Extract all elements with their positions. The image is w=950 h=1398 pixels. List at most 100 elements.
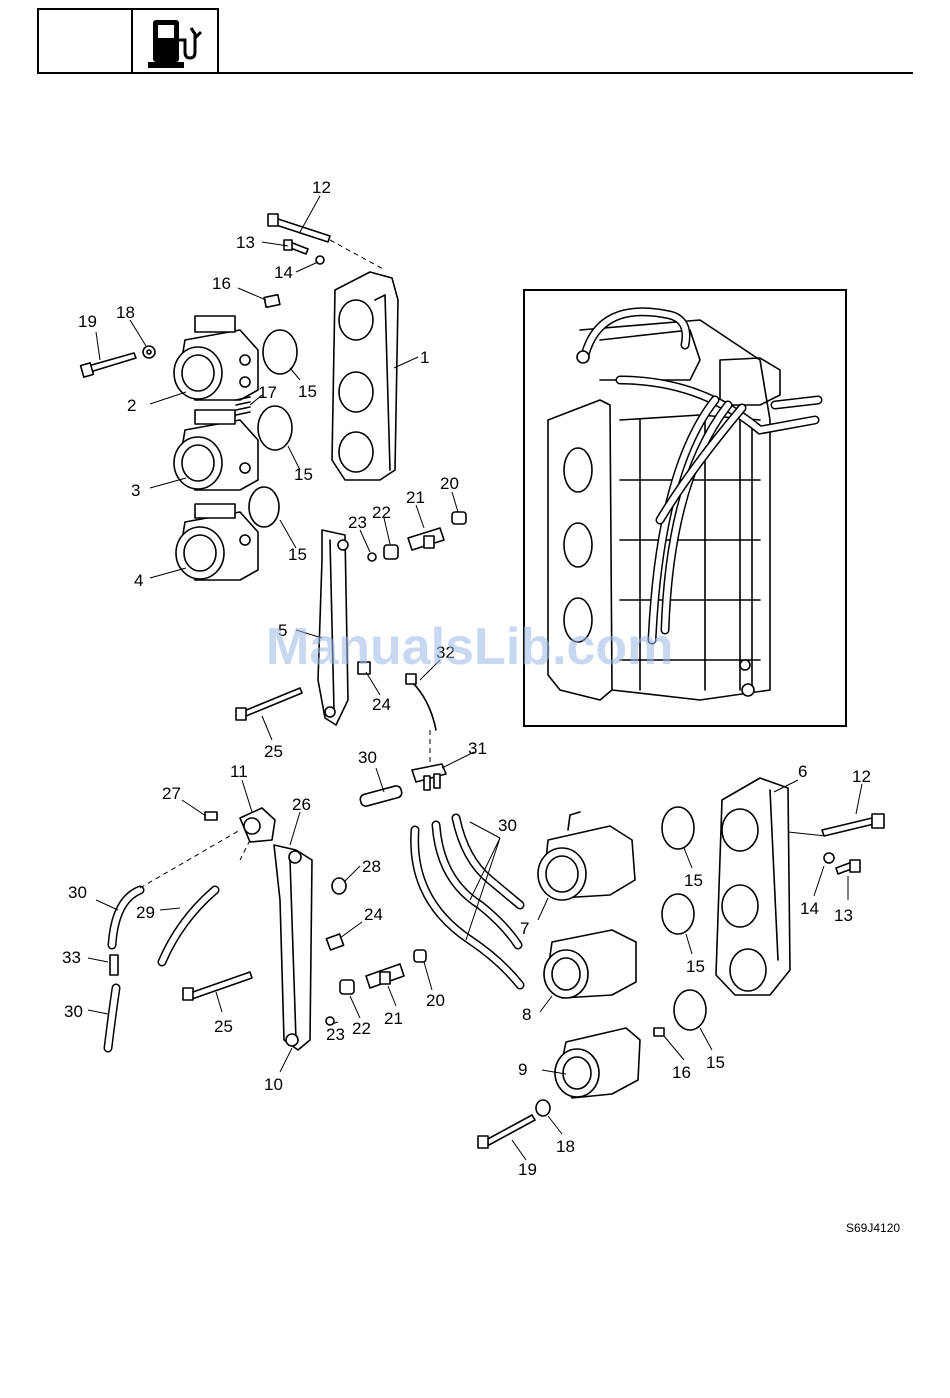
bolt-12-lower <box>822 814 884 836</box>
hoses-30-group <box>415 818 520 985</box>
callout-19: 19 <box>518 1160 537 1179</box>
callout-2: 2 <box>127 396 136 415</box>
callout-14: 14 <box>800 899 819 918</box>
callout-6: 6 <box>798 762 807 781</box>
intake-manifold-1 <box>332 272 398 480</box>
callout-24: 24 <box>364 905 383 924</box>
washer-18-lower <box>536 1100 550 1116</box>
callout-14: 14 <box>274 263 293 282</box>
callout-15: 15 <box>706 1053 725 1072</box>
callout-10: 10 <box>264 1075 283 1094</box>
bolt-19-lower <box>478 1115 535 1148</box>
hose-30-bottom <box>108 988 116 1048</box>
callout-17: 17 <box>258 383 277 402</box>
bolt-13-lower <box>836 860 860 874</box>
callout-12: 12 <box>312 178 331 197</box>
callout-30: 30 <box>498 816 517 835</box>
callout-19: 19 <box>78 312 97 331</box>
bolt-25-upper <box>236 688 302 720</box>
callout-18: 18 <box>556 1137 575 1156</box>
o-ring-15-lower-2 <box>662 894 694 934</box>
callout-33: 33 <box>62 948 81 967</box>
callout-22: 22 <box>352 1019 371 1038</box>
bolt-13-upper <box>284 240 308 254</box>
washer-18-upper <box>143 346 155 358</box>
callout-13: 13 <box>834 906 853 925</box>
callout-22: 22 <box>372 503 391 522</box>
watermark: ManualsLib.com <box>266 618 673 676</box>
callout-24: 24 <box>372 695 391 714</box>
callout-13: 13 <box>236 233 255 252</box>
collar-24-lower <box>326 934 343 950</box>
callout-11: 11 <box>230 762 248 781</box>
three-way-joint-31 <box>412 764 446 790</box>
cap-28 <box>332 878 346 894</box>
callout-7: 7 <box>520 919 529 938</box>
intake-manifold-6 <box>716 778 790 995</box>
o-ring-23-upper <box>368 553 376 561</box>
joint-21-upper <box>408 528 444 550</box>
callout-20: 20 <box>426 991 445 1010</box>
callout-16: 16 <box>212 274 231 293</box>
pressure-regulator-11 <box>240 808 275 842</box>
callout-8: 8 <box>522 1005 531 1024</box>
throttle-body-7 <box>538 812 635 900</box>
screw-27 <box>205 812 217 820</box>
callout-30: 30 <box>358 748 377 767</box>
callout-23: 23 <box>326 1025 345 1044</box>
callout-1: 1 <box>420 348 429 367</box>
callout-30: 30 <box>68 883 87 902</box>
callout-28: 28 <box>362 857 381 876</box>
o-ring-15-lower-3 <box>674 990 706 1030</box>
callout-18: 18 <box>116 303 135 322</box>
o-ring-15-upper-2 <box>258 406 292 450</box>
callout-25: 25 <box>264 742 283 761</box>
callout-27: 27 <box>162 784 181 803</box>
callout-23: 23 <box>348 513 367 532</box>
o-ring-15-upper-1 <box>263 330 297 374</box>
throttle-body-3 <box>174 410 258 490</box>
hose-29 <box>162 890 215 962</box>
figure-code: S69J4120 <box>846 1221 900 1235</box>
o-ring-15-lower-1 <box>662 807 694 849</box>
callout-15: 15 <box>686 957 705 976</box>
joint-33 <box>110 955 118 975</box>
washer-14-lower <box>824 853 834 863</box>
callout-15: 15 <box>684 871 703 890</box>
joint-21-lower <box>366 964 404 988</box>
clamp-32 <box>412 682 436 730</box>
o-ring-15-upper-3 <box>249 487 279 527</box>
callout-3: 3 <box>131 481 140 500</box>
callout-21: 21 <box>406 488 425 507</box>
throttle-body-4 <box>176 504 258 580</box>
callout-20: 20 <box>440 474 459 493</box>
spring-17 <box>236 397 250 415</box>
callout-12: 12 <box>852 767 871 786</box>
callout-15: 15 <box>288 545 307 564</box>
throttle-body-9 <box>555 1028 640 1098</box>
fuel-rail-10 <box>274 845 312 1050</box>
callout-15: 15 <box>294 465 313 484</box>
callout-30: 30 <box>64 1002 83 1021</box>
callout-9: 9 <box>518 1060 527 1079</box>
throttle-body-2 <box>174 316 258 400</box>
callout-4: 4 <box>134 571 143 590</box>
bolt-12-upper <box>268 214 330 242</box>
callout-16: 16 <box>672 1063 691 1082</box>
callout-26: 26 <box>292 795 311 814</box>
fitting-20-upper <box>452 512 466 524</box>
dowel-16-lower <box>654 1028 664 1036</box>
bushing-22-lower <box>340 980 354 994</box>
fitting-20-lower <box>414 950 426 962</box>
hose-30-short <box>359 785 403 807</box>
callout-31: 31 <box>468 739 487 758</box>
callout-15: 15 <box>298 382 317 401</box>
callout-29: 29 <box>136 903 155 922</box>
callout-25: 25 <box>214 1017 233 1036</box>
throttle-body-8 <box>544 930 636 998</box>
bushing-22-upper <box>384 545 398 559</box>
bolt-19-upper <box>81 353 136 377</box>
dowel-16-upper <box>264 295 280 308</box>
callout-21: 21 <box>384 1009 403 1028</box>
